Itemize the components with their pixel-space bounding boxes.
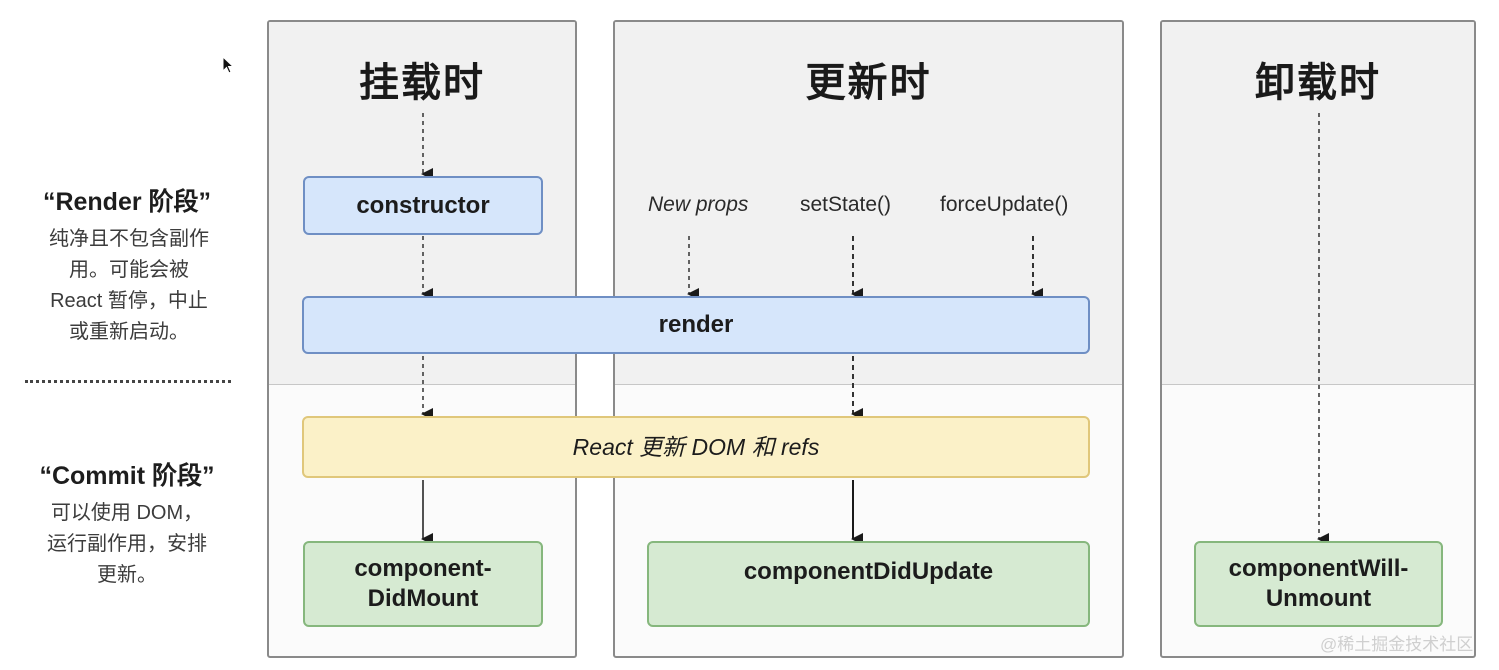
watermark: @稀土掘金技术社区	[1320, 635, 1474, 654]
mouse-cursor-icon	[222, 56, 235, 74]
will-unmount-line: componentWill-	[1228, 555, 1409, 582]
unmount-column-title: 卸载时	[1255, 61, 1381, 105]
commit-phase-description: 可以使用 DOM， 运行副作用，安排 更新。	[20, 498, 234, 591]
commit-desc-line: 可以使用 DOM，	[50, 502, 204, 524]
phase-divider	[25, 380, 231, 383]
update-column-title: 更新时	[805, 61, 932, 105]
constructor-box: constructor	[303, 176, 543, 235]
will-unmount-line: Unmount	[1265, 585, 1372, 612]
render-desc-line: 用。可能会被	[69, 259, 189, 281]
component-did-update-box: componentDidUpdate	[647, 541, 1090, 627]
trigger-force-update: forceUpdate()	[940, 193, 1069, 216]
mount-column-title: 挂载时	[359, 61, 485, 105]
commit-phase-title: “Commit 阶段”	[39, 462, 215, 490]
render-phase-title: “Render 阶段”	[42, 188, 212, 216]
commit-desc-line: 运行副作用，安排	[47, 533, 207, 555]
render-desc-line: React 暂停，中止	[50, 290, 208, 312]
trigger-setstate: setState()	[800, 193, 892, 216]
react-update-dom-box: React 更新 DOM 和 refs	[302, 416, 1090, 478]
component-will-unmount-box: componentWill- Unmount	[1194, 541, 1443, 627]
component-did-mount-box: component- DidMount	[303, 541, 543, 627]
render-box: render	[302, 296, 1090, 354]
render-phase-zone	[1162, 22, 1474, 385]
did-mount-line: DidMount	[367, 585, 479, 612]
trigger-new-props: New props	[648, 193, 749, 216]
render-phase-description: 纯净且不包含副作 用。可能会被 React 暂停，中止 或重新启动。	[22, 224, 236, 348]
render-desc-line: 或重新启动。	[69, 321, 189, 343]
render-desc-line: 纯净且不包含副作	[49, 228, 209, 250]
did-mount-line: component-	[354, 555, 492, 582]
commit-desc-line: 更新。	[97, 564, 157, 586]
